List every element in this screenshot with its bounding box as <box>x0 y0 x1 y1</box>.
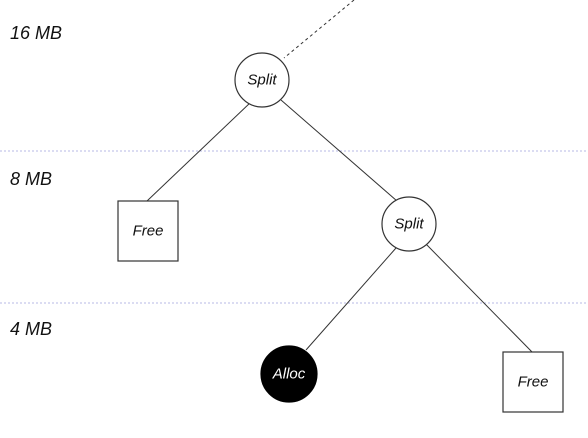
free-8mb-square <box>117 200 179 262</box>
edge-split-root-to-free-8mb <box>146 101 252 202</box>
node-split-root: Split <box>234 52 290 108</box>
alloc-4mb-circle <box>260 345 318 403</box>
split-root-circle <box>234 52 290 108</box>
split-root-label: Split <box>247 72 277 89</box>
node-free-4mb: Free <box>502 351 564 413</box>
level-label-8mb: 8 MB <box>10 169 52 189</box>
level-label-16mb: 16 MB <box>10 23 62 43</box>
edge-parent-to-split-root <box>283 0 355 59</box>
split-8mb-circle <box>381 196 437 252</box>
free-8mb-label: Free <box>133 223 164 240</box>
node-split-8mb: Split <box>381 196 437 252</box>
node-alloc-4mb: Alloc <box>260 345 318 403</box>
alloc-4mb-label: Alloc <box>272 366 306 383</box>
level-label-4mb: 4 MB <box>10 319 52 339</box>
edge-split-root-to-split-8mb <box>280 99 398 202</box>
free-4mb-label: Free <box>518 374 549 391</box>
split-8mb-label: Split <box>394 216 424 233</box>
edge-split-8mb-to-free-4mb <box>424 242 535 355</box>
node-free-8mb: Free <box>117 200 179 262</box>
edge-split-8mb-to-alloc-4mb <box>305 247 397 351</box>
free-4mb-square <box>502 351 564 413</box>
